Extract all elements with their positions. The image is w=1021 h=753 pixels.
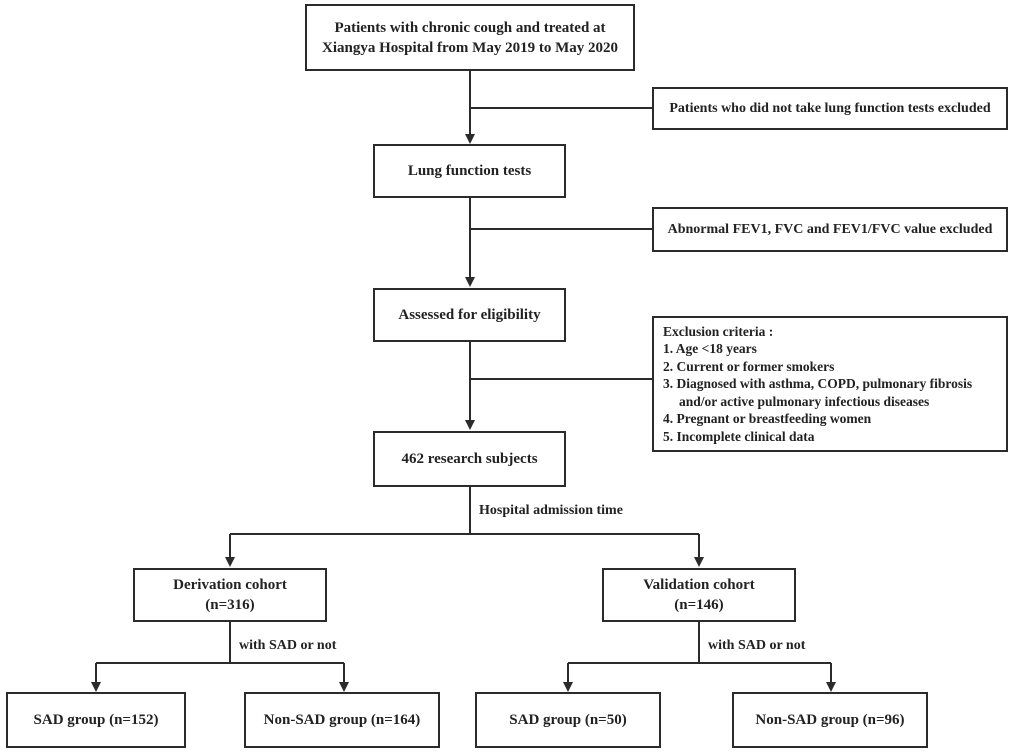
d-non-text: Non-SAD group (n=164): [263, 712, 421, 728]
subjects-text: 462 research subjects: [401, 451, 538, 467]
eligibility-box: Assessed for eligibility: [373, 288, 566, 342]
exclusion3-item-4: 4. Pregnant or breastfeeding women: [663, 411, 872, 427]
d-sad-text: SAD group (n=152): [33, 712, 159, 728]
derivation-box: Derivation cohort (n=316): [133, 568, 327, 622]
exclusion3-item-1: 1. Age <18 years: [663, 341, 757, 357]
exclusion3-box: Exclusion criteria : 1. Age <18 years 2.…: [652, 316, 1008, 452]
validation-box: Validation cohort (n=146): [602, 568, 796, 622]
v-sad-box: SAD group (n=50): [475, 692, 661, 748]
v-sad-text: SAD group (n=50): [509, 712, 627, 728]
exclusion3-item-5: 5. Incomplete clinical data: [663, 428, 815, 444]
start-line2: Xiangya Hospital from May 2019 to May 20…: [322, 39, 618, 56]
validation-n: (n=146): [674, 597, 724, 613]
exclusion2-text: Abnormal FEV1, FVC and FEV1/FVC value ex…: [667, 221, 993, 237]
eligibility-text: Assessed for eligibility: [398, 307, 541, 323]
start-line1: Patients with chronic cough and treated …: [334, 19, 606, 36]
derivation-n: (n=316): [205, 597, 255, 613]
subjects-box: 462 research subjects: [373, 431, 566, 487]
d-non-box: Non-SAD group (n=164): [244, 692, 440, 748]
exclusion3-item-3: 3. Diagnosed with asthma, COPD, pulmonar…: [663, 376, 973, 392]
lung-tests-text: Lung function tests: [407, 163, 532, 179]
lung-tests-box: Lung function tests: [373, 144, 566, 198]
d-sad-box: SAD group (n=152): [6, 692, 186, 748]
derivation-title: Derivation cohort: [173, 577, 287, 593]
exclusion3-title: Exclusion criteria :: [663, 323, 774, 339]
v-non-text: Non-SAD group (n=96): [755, 712, 905, 728]
validation-title: Validation cohort: [643, 577, 755, 593]
exclusion3-item-3-cont: and/or active pulmonary infectious disea…: [679, 393, 930, 409]
exclusion3-item-2: 2. Current or former smokers: [663, 358, 835, 374]
v-non-box: Non-SAD group (n=96): [732, 692, 928, 748]
sub-label-left: with SAD or not: [239, 638, 337, 653]
sub-label-right: with SAD or not: [708, 638, 806, 653]
exclusion2-box: Abnormal FEV1, FVC and FEV1/FVC value ex…: [652, 207, 1008, 252]
exclusion1-text: Patients who did not take lung function …: [669, 100, 991, 116]
split-label: Hospital admission time: [479, 503, 623, 518]
exclusion1-box: Patients who did not take lung function …: [652, 87, 1008, 130]
start-box: Patients with chronic cough and treated …: [305, 4, 635, 71]
